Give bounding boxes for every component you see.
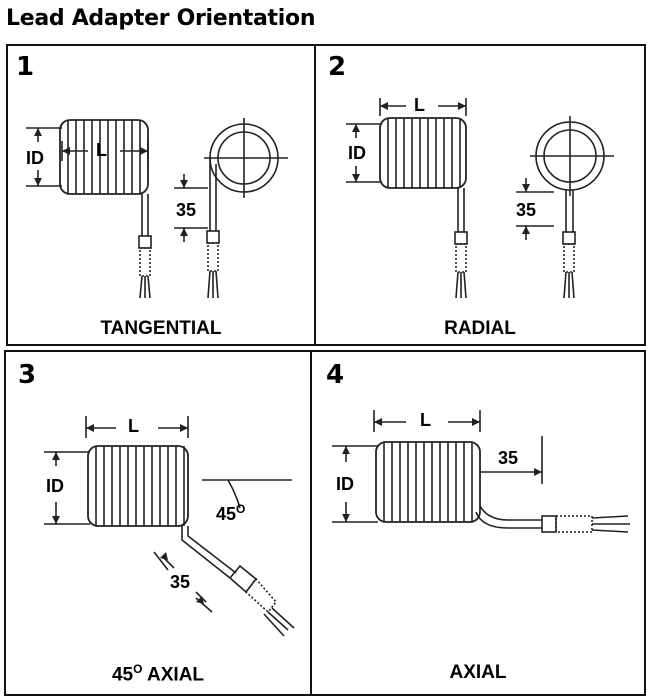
caption-angle: 45 <box>111 664 134 686</box>
panel-caption: AXIAL <box>449 662 507 683</box>
offset-label: 35 <box>516 200 537 220</box>
axial-45-diagram <box>44 416 295 637</box>
inner-diameter-label: ID <box>26 148 44 168</box>
inner-diameter-label: ID <box>348 143 366 163</box>
panel-number: 1 <box>16 52 35 82</box>
angle-value: 45 <box>216 504 237 524</box>
caption-degree-mark: O <box>133 662 143 676</box>
panel-45-axial: 3 L ID 45O 35 45O AXIAL <box>4 350 312 696</box>
caption-text: AXIAL <box>142 664 205 686</box>
offset-label: 35 <box>170 572 191 592</box>
panel-caption: RADIAL <box>444 318 516 339</box>
length-label: L <box>128 416 139 436</box>
panel-caption: TANGENTIAL <box>100 318 222 339</box>
offset-label: 35 <box>176 200 197 220</box>
length-label: L <box>420 410 431 430</box>
panel-caption: 45O AXIAL <box>6 662 310 686</box>
length-label: L <box>414 95 425 115</box>
length-label: L <box>96 140 107 160</box>
panel-tangential: 1 <box>6 44 316 346</box>
panel-number: 3 <box>18 360 37 390</box>
inner-diameter-label: ID <box>336 474 354 494</box>
inner-diameter-label: ID <box>46 476 64 496</box>
panel-number: 2 <box>328 52 347 82</box>
panel-number: 4 <box>326 360 345 390</box>
panel-axial: 4 L ID 35 AXIAL <box>310 350 646 696</box>
panel-radial: 2 L ID 35 RADIAL <box>314 44 646 346</box>
page-title: Lead Adapter Orientation <box>6 6 316 31</box>
radial-diagram <box>346 98 614 299</box>
degree-mark: O <box>236 502 246 516</box>
axial-diagram <box>332 410 630 533</box>
angle-label: 45O <box>216 502 245 525</box>
tangential-diagram <box>26 118 288 299</box>
offset-label: 35 <box>498 448 519 468</box>
